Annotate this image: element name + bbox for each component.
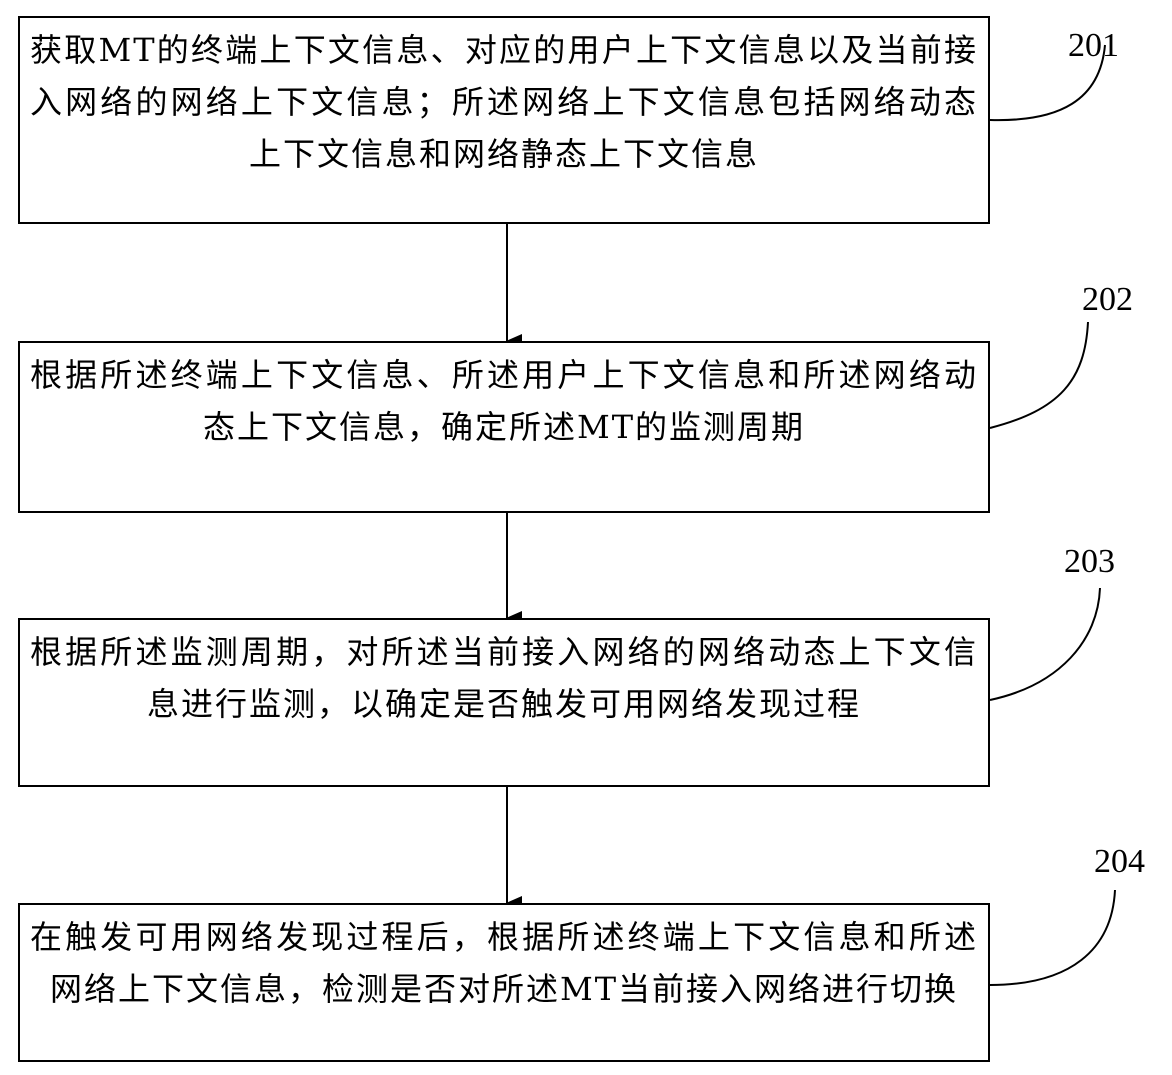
leader-line-201: [989, 44, 1106, 122]
step-text-203: 根据所述监测周期，对所述当前接入网络的网络动态上下文信息进行监测，以确定是否触发…: [30, 633, 978, 723]
step-text-204: 在触发可用网络发现过程后，根据所述终端上下文信息和所述网络上下文信息，检测是否对…: [30, 918, 978, 1008]
step-label-203: 203: [1064, 543, 1115, 580]
leader-line-204: [989, 889, 1116, 986]
step-box-202: 根据所述终端上下文信息、所述用户上下文信息和所述网络动态上下文信息，确定所述MT…: [18, 341, 990, 513]
step-label-201: 201: [1068, 27, 1119, 64]
step-box-203: 根据所述监测周期，对所述当前接入网络的网络动态上下文信息进行监测，以确定是否触发…: [18, 618, 990, 787]
step-label-204: 204: [1094, 843, 1145, 880]
step-box-201: 获取MT的终端上下文信息、对应的用户上下文信息以及当前接入网络的网络上下文信息；…: [18, 16, 990, 224]
step-text-201: 获取MT的终端上下文信息、对应的用户上下文信息以及当前接入网络的网络上下文信息；…: [30, 31, 978, 173]
step-label-202: 202: [1082, 281, 1133, 318]
step-box-204: 在触发可用网络发现过程后，根据所述终端上下文信息和所述网络上下文信息，检测是否对…: [18, 903, 990, 1062]
leader-line-203: [989, 587, 1101, 701]
leader-line-202: [989, 321, 1089, 429]
step-text-202: 根据所述终端上下文信息、所述用户上下文信息和所述网络动态上下文信息，确定所述MT…: [30, 356, 978, 446]
